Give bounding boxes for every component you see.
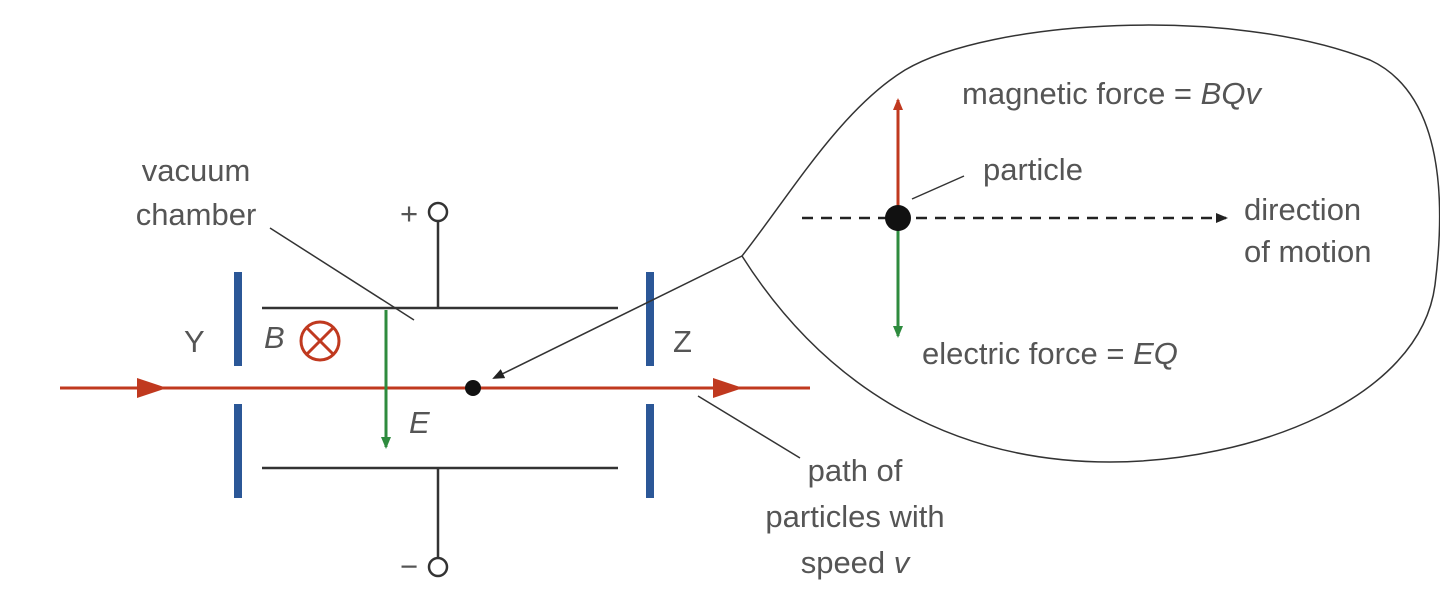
path-label-line3: speed v	[801, 545, 911, 580]
electric-force-formula: EQ	[1133, 336, 1178, 371]
positive-terminal-icon	[427, 201, 449, 223]
magnetic-force-text: magnetic force =	[962, 76, 1201, 111]
plate-y-label: Y	[184, 324, 205, 359]
magnified-view-bubble	[741, 24, 1440, 463]
path-arrowhead-left	[137, 378, 167, 398]
e-field-label: E	[409, 405, 430, 440]
magnetic-force-label: magnetic force = BQv	[962, 76, 1262, 111]
field-into-page-icon	[299, 320, 341, 362]
particle-leader	[911, 175, 965, 200]
particle-label: particle	[983, 152, 1083, 187]
electric-force-label: electric force = EQ	[922, 336, 1178, 371]
particle-dot-magnified	[885, 205, 911, 231]
magnetic-force-formula: BQv	[1201, 76, 1263, 111]
particle-dot	[465, 380, 481, 396]
path-label-line1: path of	[808, 453, 903, 488]
negative-terminal-icon	[427, 556, 449, 578]
plate-z-label: Z	[673, 324, 692, 359]
path-arrowhead-right	[713, 378, 743, 398]
direction-label-line2: of motion	[1244, 234, 1372, 269]
path-label-line2: particles with	[765, 499, 944, 534]
vacuum-label-line1: vacuum	[142, 153, 251, 188]
direction-label-line1: direction	[1244, 192, 1361, 227]
zoom-pointer-arrow	[492, 255, 743, 379]
vacuum-chamber-leader	[269, 227, 415, 321]
negative-sign: −	[400, 549, 418, 584]
path-leader	[697, 395, 801, 459]
electric-force-text: electric force =	[922, 336, 1133, 371]
speed-variable: v	[894, 545, 911, 580]
b-field-label: B	[264, 320, 285, 355]
speed-text: speed	[801, 545, 894, 580]
positive-sign: +	[400, 196, 418, 231]
vacuum-label-line2: chamber	[136, 197, 257, 232]
